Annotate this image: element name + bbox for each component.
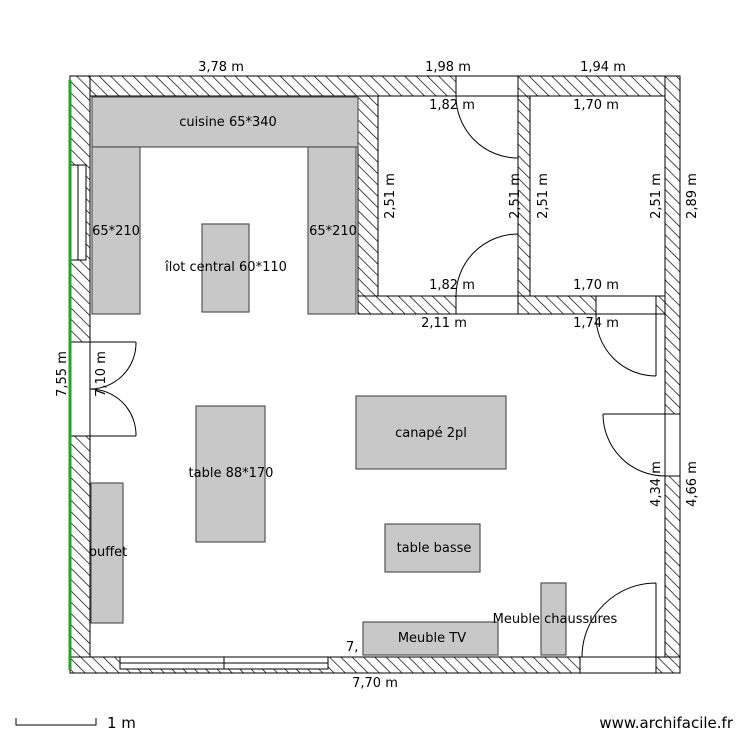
furniture xyxy=(90,96,567,656)
wall-right xyxy=(664,75,681,674)
dim-right-inner: 4,34 m xyxy=(649,461,664,507)
dim-room1-top: 1,82 m xyxy=(429,98,475,113)
door-gap-room1-top xyxy=(455,75,519,97)
dim-top-mid: 1,98 m xyxy=(425,60,471,75)
door-gap-right xyxy=(664,413,681,477)
wall-room1-left xyxy=(357,95,379,315)
buffet xyxy=(90,482,124,624)
dim-outer-right-top: 2,89 m xyxy=(685,173,700,219)
dimension-labels: 3,78 m 1,98 m 1,94 m 1,82 m 1,70 m 2,51 … xyxy=(55,60,700,691)
dining-table xyxy=(195,405,266,543)
island xyxy=(201,223,250,313)
furniture-labels: cuisine 65*340 65*210 65*210 îlot centra… xyxy=(89,115,618,646)
dim-right-outer: 4,66 m xyxy=(685,461,700,507)
dim-left-outer: 7,55 m xyxy=(55,351,70,397)
door-gap-bottom-right xyxy=(579,656,657,674)
dim-top-left: 3,78 m xyxy=(198,60,244,75)
label-shoe-cabinet: Meuble chaussures xyxy=(493,612,618,627)
label-counter-right: 65*210 xyxy=(309,224,357,239)
label-counter-left: 65*210 xyxy=(92,224,140,239)
label-coffee-table: table basse xyxy=(397,541,472,556)
counter-left xyxy=(91,146,141,315)
scale-bar: 1 m xyxy=(15,714,136,732)
coffee-table xyxy=(384,523,481,573)
dim-room1-bottom: 1,82 m xyxy=(429,278,475,293)
label-table: table 88*170 xyxy=(189,466,274,481)
kitchen-counter xyxy=(91,96,359,148)
label-tv-unit: Meuble TV xyxy=(398,631,466,646)
door-swings xyxy=(89,95,666,658)
openings xyxy=(69,75,681,674)
watermark: www.archifacile.fr xyxy=(599,714,733,732)
sofa xyxy=(355,395,507,470)
dim-room1-left: 2,51 m xyxy=(383,173,398,219)
wall-top xyxy=(69,75,681,97)
door-gap-room1-bottom xyxy=(455,295,519,315)
scale-label: 1 m xyxy=(107,714,136,732)
dim-room2-bottom: 1,70 m xyxy=(573,278,619,293)
dim-room1-right: 2,51 m xyxy=(508,173,523,219)
label-sofa: canapé 2pl xyxy=(395,426,467,441)
shoe-cabinet xyxy=(540,582,567,656)
label-kitchen: cuisine 65*340 xyxy=(179,115,277,130)
label-island: îlot central 60*110 xyxy=(164,260,287,275)
dim-below-room2: 1,74 m xyxy=(573,316,619,331)
dim-top-right: 1,94 m xyxy=(580,60,626,75)
door-gap-left xyxy=(69,341,91,437)
label-buffet: buffet xyxy=(89,545,128,560)
dim-room2-left: 2,51 m xyxy=(536,173,551,219)
dim-below-room1: 2,11 m xyxy=(421,316,467,331)
dim-bottom-outer: 7,70 m xyxy=(352,676,398,691)
counter-right xyxy=(307,146,357,315)
dim-left-inner: 7,10 m xyxy=(94,351,109,397)
tv-unit xyxy=(362,621,499,656)
door-gap-room2-bottom xyxy=(595,295,657,315)
dim-bottom-inner: 7, xyxy=(346,640,358,655)
dim-room2-top: 1,70 m xyxy=(573,98,619,113)
dim-room2-right: 2,51 m xyxy=(649,173,664,219)
